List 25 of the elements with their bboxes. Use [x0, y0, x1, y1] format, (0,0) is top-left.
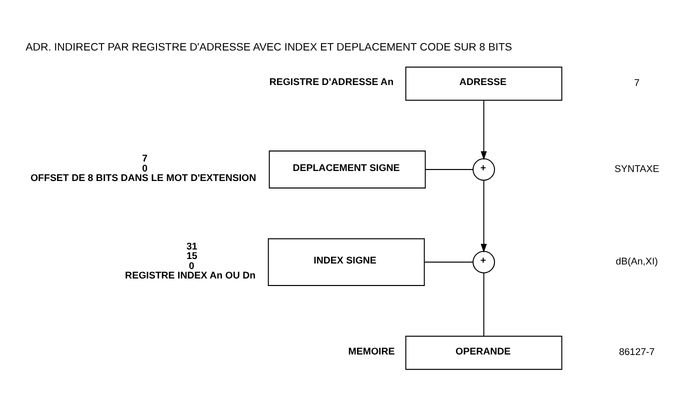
node-label: OFFSET DE 8 BITS DANS LE MOT D'EXTENSION: [30, 172, 256, 184]
label: 7: [634, 78, 640, 89]
label: SYNTAXE: [614, 163, 660, 174]
node-label: REGISTRE D'ADRESSE An: [269, 76, 394, 88]
connector: [425, 168, 474, 170]
arrow: [480, 100, 487, 160]
label: 86127-7: [618, 346, 655, 358]
node-box: OPERANDE: [405, 335, 562, 370]
node-box: DEPLACEMENT SIGNE: [268, 150, 426, 188]
connector: [483, 272, 484, 336]
node-label: 31: [186, 240, 198, 252]
node-label: MEMOIRE: [348, 346, 395, 357]
node-label: 0: [142, 162, 148, 174]
node-circle: +: [472, 158, 495, 180]
node-circle: +: [472, 250, 495, 273]
label: dB(An,XI): [616, 256, 658, 268]
diagram-title: ADR. INDIRECT PAR REGISTRE D'ADRESSE AVEC INDEX ET DEPLACEMENT CODE SUR 8 BITS: [26, 40, 512, 53]
node-box: INDEX SIGNE: [268, 238, 425, 286]
node-box: ADRESSE: [405, 66, 562, 100]
connector: [424, 261, 474, 262]
node-label: 7: [142, 153, 148, 164]
node-label: 0: [188, 260, 194, 272]
node-label: 15: [186, 250, 198, 262]
arrow: [480, 180, 487, 252]
node-label: REGISTRE INDEX An OU Dn: [125, 270, 256, 282]
